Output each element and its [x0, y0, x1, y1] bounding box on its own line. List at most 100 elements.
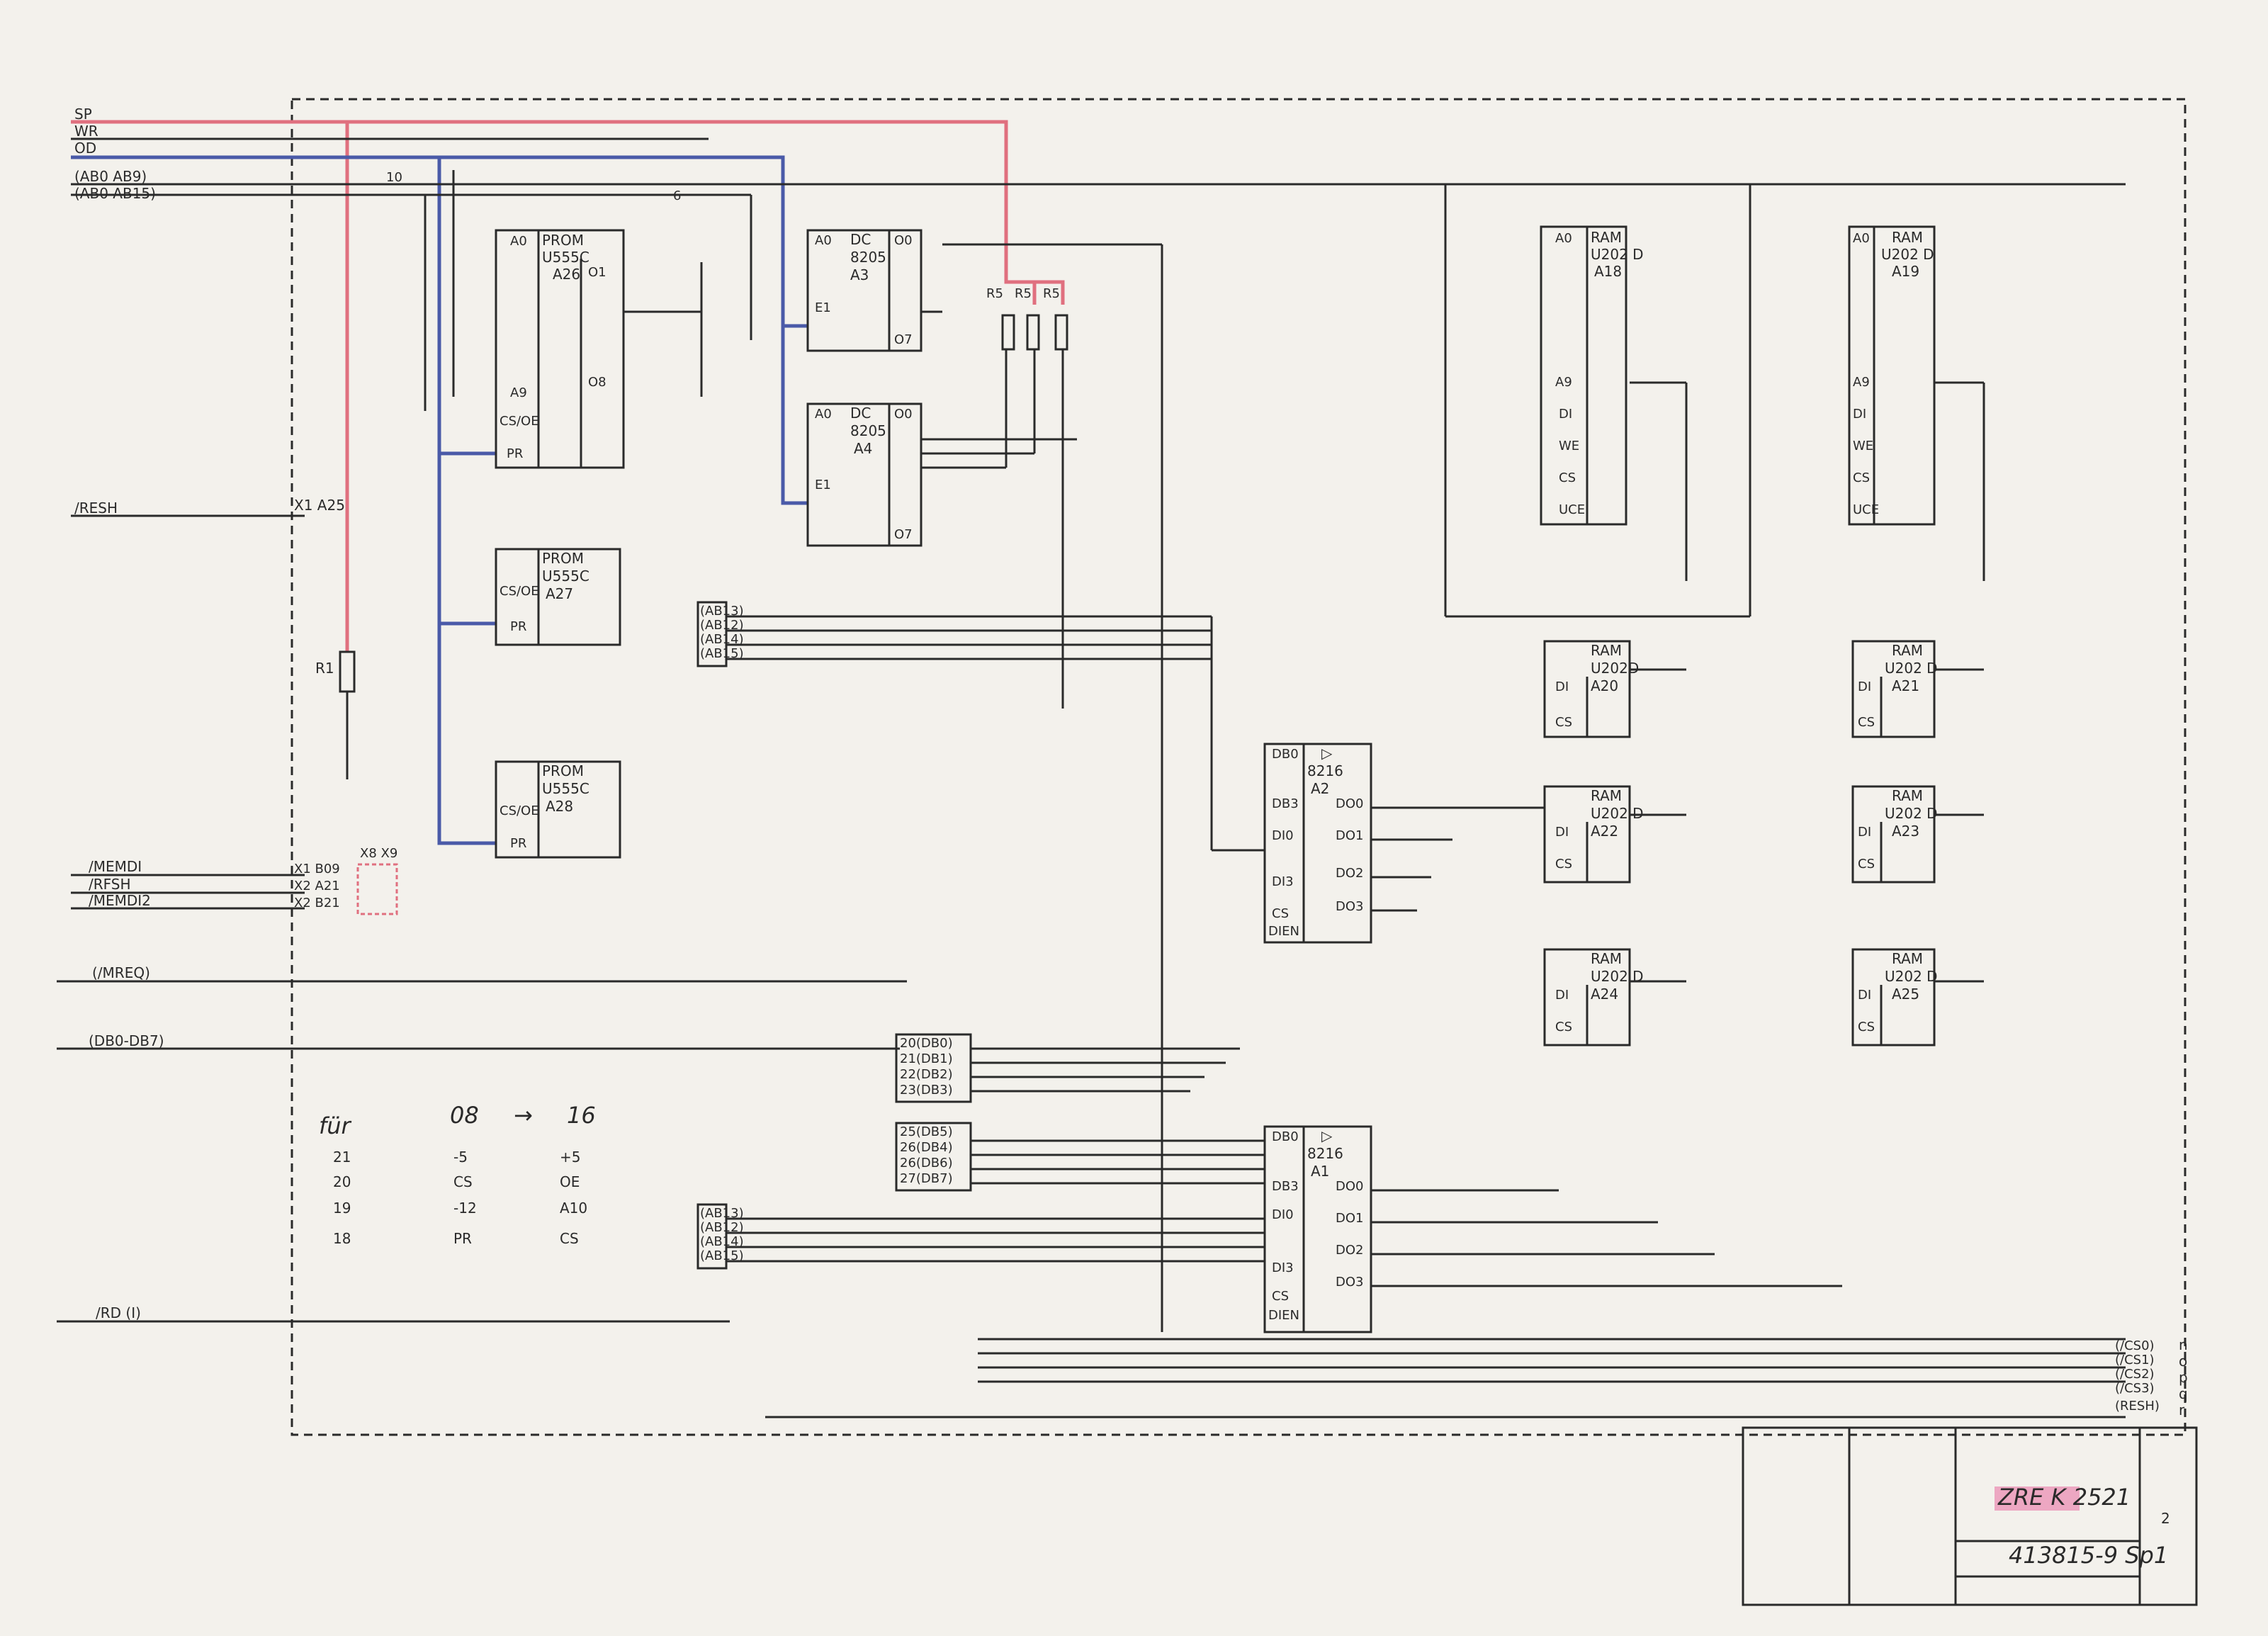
- title-block: [1742, 1426, 2198, 1606]
- svg-text:U202 D: U202 D: [1881, 246, 1934, 263]
- svg-text:→: →: [514, 1102, 533, 1129]
- memdi2-label: /MEMDI2: [89, 892, 151, 909]
- wr-bus-wire: [71, 155, 808, 505]
- svg-text:A21: A21: [1892, 677, 1919, 694]
- sp-label: SP: [74, 106, 92, 123]
- svg-text:CS: CS: [1559, 470, 1576, 485]
- svg-text:20: 20: [333, 1173, 351, 1190]
- ram-a25: RAM U202 D A25 DI CS: [1851, 948, 1938, 1047]
- resh-label: /RESH: [74, 500, 118, 517]
- svg-text:O1: O1: [588, 265, 607, 280]
- svg-text:U202 D: U202 D: [1885, 660, 1938, 677]
- svg-text:DO2: DO2: [1336, 1243, 1363, 1258]
- svg-text:DO3: DO3: [1336, 899, 1363, 914]
- r1-label: R1: [315, 660, 334, 677]
- svg-text:8205: 8205: [850, 249, 886, 266]
- right-signal-cs2: (/CS2): [2115, 1367, 2155, 1382]
- svg-text:U202 D: U202 D: [1885, 968, 1938, 985]
- svg-text:A0: A0: [815, 233, 832, 248]
- db-label: (DB0-DB7): [89, 1032, 164, 1049]
- svg-text:DO1: DO1: [1336, 828, 1363, 843]
- ab-hi-label: (AB0 AB15): [74, 185, 156, 202]
- right-signal-cs1: (/CS1): [2115, 1353, 2155, 1367]
- svg-text:A26: A26: [553, 266, 580, 283]
- svg-text:(AB15): (AB15): [700, 646, 744, 661]
- svg-text:21: 21: [333, 1149, 351, 1166]
- svg-text:(AB12): (AB12): [700, 1220, 744, 1235]
- svg-text:DIEN: DIEN: [1268, 1308, 1299, 1323]
- right-signal-cs0: (/CS0): [2115, 1338, 2155, 1353]
- svg-text:A22: A22: [1591, 823, 1618, 840]
- svg-text:O7: O7: [894, 332, 913, 347]
- svg-text:DI: DI: [1555, 679, 1569, 694]
- ram-a20: RAM U202D A20 DI CS: [1543, 640, 1639, 738]
- svg-text:R5: R5: [986, 286, 1003, 301]
- svg-text:DB3: DB3: [1272, 1179, 1299, 1194]
- bus10-label: 10: [386, 170, 402, 185]
- svg-text:RAM: RAM: [1892, 787, 1923, 804]
- right-letter-p: p: [2179, 1369, 2188, 1386]
- handwritten-note: für 08 → 16 21 -5 +5 20 CS OE 19 -12 A10…: [319, 1102, 596, 1247]
- svg-text:23(DB3): 23(DB3): [900, 1083, 953, 1098]
- svg-text:DI: DI: [1858, 988, 1871, 1003]
- svg-text:A9: A9: [1853, 375, 1870, 390]
- svg-text:A24: A24: [1591, 986, 1618, 1003]
- svg-text:CS: CS: [560, 1230, 579, 1247]
- svg-text:O0: O0: [894, 233, 913, 248]
- svg-text:RAM: RAM: [1892, 229, 1923, 246]
- svg-text:CS: CS: [1858, 857, 1875, 871]
- svg-text:DI: DI: [1555, 825, 1569, 840]
- buffer-a2: ▷ 8216 A2 DB0 DB3 DI0 DI3 CS DIEN DO0 DO…: [1263, 743, 1372, 944]
- r1-resistor: [339, 650, 356, 693]
- svg-text:A23: A23: [1892, 823, 1919, 840]
- r5-resistors: R5 R5 R5: [986, 286, 1068, 351]
- svg-text:(AB14): (AB14): [700, 632, 744, 647]
- svg-text:CS: CS: [1555, 715, 1572, 730]
- rd-label: /RD (I): [96, 1304, 141, 1321]
- svg-text:U202 D: U202 D: [1885, 805, 1938, 822]
- svg-text:DI: DI: [1858, 825, 1871, 840]
- svg-text:CS: CS: [1555, 1020, 1572, 1034]
- svg-text:CS: CS: [453, 1173, 473, 1190]
- svg-text:19: 19: [333, 1200, 351, 1217]
- svg-text:PR: PR: [510, 836, 526, 851]
- svg-text:DB0: DB0: [1272, 1129, 1299, 1144]
- svg-text:DC: DC: [850, 405, 871, 422]
- svg-text:O7: O7: [894, 527, 913, 542]
- svg-text:RAM: RAM: [1892, 642, 1923, 659]
- ab-lo-label: (AB0 AB9): [74, 168, 147, 185]
- svg-text:A4: A4: [854, 440, 872, 457]
- ram-a21: RAM U202 D A21 DI CS: [1851, 640, 1938, 738]
- prom-a26: PROM U555C A26 CS/OE PR A0 A9 O1 O8: [495, 229, 625, 469]
- conn-b21-label: X2 B21: [294, 896, 340, 910]
- svg-text:A10: A10: [560, 1200, 587, 1217]
- wr-label: WR: [74, 123, 98, 140]
- svg-text:U555C: U555C: [542, 249, 589, 266]
- jumper-block: [356, 863, 398, 915]
- resh-pin-label: X1 A25: [294, 497, 345, 514]
- svg-text:U202 D: U202 D: [1591, 246, 1644, 263]
- svg-text:DI0: DI0: [1272, 1207, 1294, 1222]
- svg-text:DI: DI: [1858, 679, 1871, 694]
- ab-group-2: (AB13) (AB12) (AB14) (AB15): [696, 1203, 744, 1270]
- svg-text:DI3: DI3: [1272, 1260, 1294, 1275]
- svg-text:27(DB7): 27(DB7): [900, 1171, 953, 1186]
- svg-text:A9: A9: [510, 385, 527, 400]
- svg-text:CS: CS: [1555, 857, 1572, 871]
- svg-text:E1: E1: [815, 300, 831, 315]
- decoder-a3: DC 8205 A3 A0 E1 O0 O7: [806, 229, 923, 352]
- od-label: OD: [74, 140, 96, 157]
- svg-text:A1: A1: [1311, 1163, 1329, 1180]
- svg-text:für: für: [319, 1112, 352, 1139]
- svg-text:8205: 8205: [850, 422, 886, 439]
- ram-a24: RAM U202 D A24 DI CS: [1543, 948, 1644, 1047]
- svg-text:+5: +5: [560, 1149, 580, 1166]
- svg-text:A18: A18: [1594, 263, 1622, 280]
- prom-a27: PROM U555C A27 CS/OE PR: [495, 548, 621, 646]
- svg-text:(AB13): (AB13): [700, 604, 744, 619]
- svg-text:RAM: RAM: [1591, 787, 1622, 804]
- svg-text:A0: A0: [1853, 231, 1870, 246]
- right-letter-r: r: [2179, 1401, 2185, 1418]
- svg-text:RAM: RAM: [1591, 642, 1622, 659]
- svg-text:CS: CS: [1272, 1289, 1289, 1304]
